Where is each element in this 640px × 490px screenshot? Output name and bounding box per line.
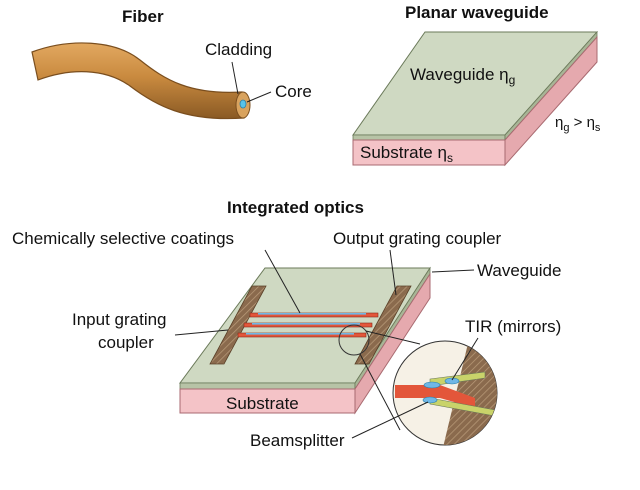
input-coupler-label-line1: Input grating bbox=[72, 310, 167, 329]
planar-waveguide-label: Waveguide ηg bbox=[410, 65, 515, 87]
planar-waveguide-edge bbox=[352, 134, 506, 141]
fiber-title: Fiber bbox=[122, 7, 164, 26]
core-leader bbox=[246, 91, 272, 103]
chip-substrate-label: Substrate bbox=[226, 394, 299, 413]
cladding-label: Cladding bbox=[205, 40, 272, 59]
input-coupler-leader bbox=[174, 329, 229, 336]
coating-2 bbox=[252, 323, 360, 325]
inset-mirror-1 bbox=[423, 381, 441, 389]
coatings-leader bbox=[264, 249, 301, 314]
waveguide-channels bbox=[237, 312, 379, 338]
coating-3 bbox=[246, 333, 354, 335]
waveguide-leader bbox=[431, 269, 475, 273]
cladding-leader bbox=[231, 61, 239, 95]
fiber-section: Fiber Cladding Core bbox=[31, 7, 312, 120]
coatings-label: Chemically selective coatings bbox=[12, 229, 234, 248]
zoom-line-top bbox=[365, 330, 421, 345]
index-relation: ηg > ηs bbox=[555, 114, 601, 134]
output-coupler-leader bbox=[389, 249, 397, 296]
chip-waveguide-edge bbox=[179, 382, 356, 390]
planar-substrate-label: Substrate ηs bbox=[360, 143, 453, 165]
magnified-inset bbox=[392, 340, 498, 446]
waveguide-label: Waveguide bbox=[477, 261, 561, 280]
zoom-line-bottom bbox=[359, 353, 401, 431]
planar-title: Planar waveguide bbox=[405, 3, 549, 22]
fiber-core bbox=[239, 99, 247, 109]
zoom-source-circle bbox=[338, 324, 370, 356]
input-grating-coupler bbox=[209, 285, 267, 365]
inset-beamsplitter bbox=[422, 396, 438, 404]
tir-label: TIR (mirrors) bbox=[465, 317, 561, 336]
planar-waveguide-section: Planar waveguide Waveguide ηg Substrate … bbox=[352, 3, 601, 167]
beamsplitter-label: Beamsplitter bbox=[250, 431, 345, 450]
input-coupler-label-line2: coupler bbox=[98, 333, 154, 352]
chip-substrate-right bbox=[354, 272, 431, 415]
integrated-title: Integrated optics bbox=[227, 198, 364, 217]
inset-mirror-2 bbox=[444, 377, 460, 385]
inset-guide-red bbox=[395, 385, 475, 408]
integrated-optics-section: Integrated optics bbox=[12, 198, 561, 450]
coating-1 bbox=[258, 313, 366, 315]
tir-leader bbox=[451, 337, 479, 381]
planar-substrate-right bbox=[504, 35, 598, 167]
beamsplitter-leader bbox=[351, 401, 429, 439]
core-label: Core bbox=[275, 82, 312, 101]
output-coupler-label: Output grating coupler bbox=[333, 229, 502, 248]
